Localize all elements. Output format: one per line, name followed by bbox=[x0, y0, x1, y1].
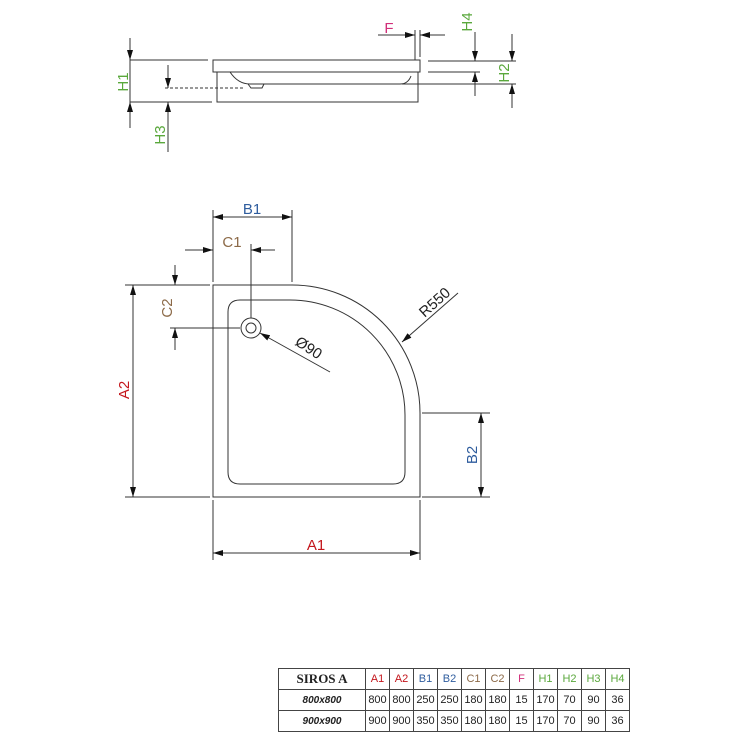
cell: 180 bbox=[461, 710, 486, 732]
cell: 90 bbox=[581, 710, 606, 732]
plan-view: B1 C1 C2 A2 A1 B2 R550 Ø90 bbox=[116, 201, 490, 560]
label-a2: A2 bbox=[116, 381, 133, 399]
header-b2: B2 bbox=[437, 668, 462, 690]
cell: 15 bbox=[509, 710, 534, 732]
cell: 180 bbox=[485, 689, 510, 711]
side-view: H1 H3 F H4 H2 bbox=[115, 12, 516, 152]
label-a1: A1 bbox=[307, 537, 325, 554]
header-a2: A2 bbox=[389, 668, 414, 690]
table-header-row: SIROS A A1 A2 B1 B2 C1 C2 F H1 H2 H3 H4 bbox=[278, 668, 630, 690]
cell: 15 bbox=[509, 689, 534, 711]
drain-icon bbox=[240, 317, 262, 339]
cell: 36 bbox=[605, 689, 630, 711]
tray-body bbox=[216, 72, 419, 103]
cell: 70 bbox=[557, 689, 582, 711]
cell: 90 bbox=[581, 689, 606, 711]
row-size: 900x900 bbox=[278, 710, 366, 732]
header-h1: H1 bbox=[533, 668, 558, 690]
cell: 350 bbox=[437, 710, 462, 732]
cell: 900 bbox=[365, 710, 390, 732]
diameter-leader bbox=[259, 332, 331, 373]
tray-basin bbox=[229, 71, 412, 85]
cell: 170 bbox=[533, 710, 558, 732]
header-h2: H2 bbox=[557, 668, 582, 690]
cell: 900 bbox=[389, 710, 414, 732]
cell: 800 bbox=[365, 689, 390, 711]
label-c2: C2 bbox=[159, 298, 176, 317]
cell: 170 bbox=[533, 689, 558, 711]
header-h3: H3 bbox=[581, 668, 606, 690]
header-a1: A1 bbox=[365, 668, 390, 690]
cell: 350 bbox=[413, 710, 438, 732]
radius-leader bbox=[401, 292, 459, 343]
label-h4: H4 bbox=[459, 12, 476, 31]
header-c1: C1 bbox=[461, 668, 486, 690]
tray-rim bbox=[212, 59, 421, 73]
drain-outlet bbox=[247, 83, 265, 89]
label-b2: B2 bbox=[464, 446, 481, 464]
cell: 180 bbox=[485, 710, 510, 732]
label-h1: H1 bbox=[115, 72, 132, 91]
label-h3: H3 bbox=[152, 125, 169, 144]
header-b1: B1 bbox=[413, 668, 438, 690]
table-row: 800x800 800 800 250 250 180 180 15 170 7… bbox=[278, 689, 630, 711]
tray-outline bbox=[212, 284, 421, 498]
table-row: 900x900 900 900 350 350 180 180 15 170 7… bbox=[278, 710, 630, 732]
header-f: F bbox=[509, 668, 534, 690]
cell: 70 bbox=[557, 710, 582, 732]
table-title: SIROS A bbox=[278, 668, 366, 690]
label-c1: C1 bbox=[222, 234, 241, 251]
label-h2: H2 bbox=[496, 63, 513, 82]
label-b1: B1 bbox=[243, 201, 261, 218]
header-h4: H4 bbox=[605, 668, 630, 690]
header-c2: C2 bbox=[485, 668, 510, 690]
cell: 250 bbox=[437, 689, 462, 711]
dimensions-table: SIROS A A1 A2 B1 B2 C1 C2 F H1 H2 H3 H4 … bbox=[278, 668, 630, 732]
label-f: F bbox=[384, 20, 393, 37]
tray-inner-outline bbox=[227, 299, 406, 485]
label-diameter: Ø90 bbox=[292, 333, 325, 363]
cell: 800 bbox=[389, 689, 414, 711]
label-radius: R550 bbox=[416, 284, 454, 321]
row-size: 800x800 bbox=[278, 689, 366, 711]
cell: 36 bbox=[605, 710, 630, 732]
cell: 250 bbox=[413, 689, 438, 711]
cell: 180 bbox=[461, 689, 486, 711]
